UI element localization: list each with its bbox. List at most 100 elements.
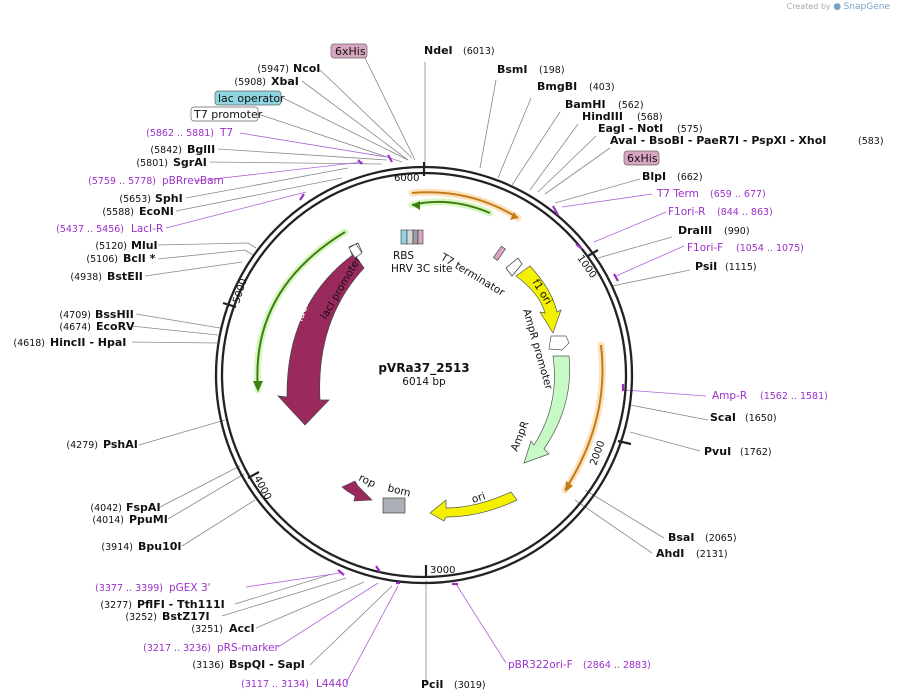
site-bsteii-pos: (4938)	[70, 272, 102, 283]
label-lac-operator: lac operator	[218, 92, 285, 105]
site-bcli-pos: (5106)	[86, 254, 118, 265]
site-blpi-pos: (662)	[677, 172, 703, 183]
primer-prs-marker: pRS-marker	[217, 642, 280, 654]
primer-t7-term-pos: (659 .. 677)	[710, 189, 766, 200]
site-mlui-pos: (5120)	[95, 241, 127, 252]
site-acci-pos: (3251)	[191, 624, 223, 635]
site-pshai: PshAI	[103, 438, 138, 451]
site-psii: PsiI	[695, 260, 717, 273]
tick-marks	[222, 162, 632, 577]
boxed-labels: 6xHis lac operator T7 promoter 6xHis	[190, 43, 660, 166]
created-by-text: Created by	[786, 2, 831, 11]
site-draiii: DraIII	[678, 224, 712, 237]
site-pvui-pos: (1762)	[740, 447, 772, 458]
site-bmgbi: BmgBI	[537, 80, 577, 93]
site-mlui: MluI	[131, 239, 158, 252]
site-xbai-pos: (5908)	[234, 77, 266, 88]
feature-label-bom: bom	[386, 482, 412, 499]
site-scai: ScaI	[710, 411, 736, 424]
green-feature-arrows	[253, 198, 494, 394]
primer-amp-r: Amp-R	[712, 390, 747, 402]
site-fspai: FspAI	[126, 501, 161, 514]
label-6xhis-right: 6xHis	[627, 152, 658, 165]
right-sites: NdeI (6013) BsmI (198) BmgBI (403) BamHI…	[421, 44, 884, 691]
site-pcii-pos: (3019)	[454, 680, 486, 691]
site-eagi-noti: EagI - NotI	[598, 122, 663, 135]
site-bamhi: BamHI	[565, 98, 606, 111]
primer-laci-r-pos: (5437 .. 5456)	[56, 224, 124, 235]
primer-t7: T7	[219, 127, 233, 139]
site-bamhi-pos: (562)	[618, 100, 644, 111]
site-bsteii: BstEII	[107, 270, 143, 283]
ori-arrow	[429, 491, 518, 522]
site-sgrai-pos: (5801)	[136, 158, 168, 169]
site-bsai: BsaI	[668, 531, 694, 544]
site-bmgbi-pos: (403)	[589, 82, 615, 93]
site-ecorv-pos: (4674)	[59, 322, 91, 333]
site-bsshii-pos: (4709)	[59, 310, 91, 321]
label-6xhis-top: 6xHis	[335, 45, 366, 58]
site-bglii: BglII	[187, 143, 215, 156]
site-avai-group-pos: (583)	[858, 136, 884, 147]
site-hindiii: HindIII	[582, 110, 623, 123]
site-acci: AccI	[229, 622, 255, 635]
tick-label-6000: 6000	[394, 173, 419, 184]
site-sgrai: SgrAI	[173, 156, 207, 169]
primer-l4440-pos: (3117 .. 3134)	[241, 679, 309, 690]
site-econi: EcoNI	[139, 205, 174, 218]
site-pvui: PvuI	[704, 445, 731, 458]
plasmid-size: 6014 bp	[402, 376, 446, 388]
primer-laci-r: LacI-R	[131, 223, 163, 235]
site-hindiii-pos: (568)	[637, 112, 663, 123]
primer-pbrrevbam: pBRrevBam	[162, 175, 224, 187]
primer-pgex3-pos: (3377 .. 3399)	[95, 583, 163, 594]
site-bstz17i: BstZ17I	[162, 610, 210, 623]
snapgene-name: SnapGene	[843, 2, 890, 12]
bom-box	[382, 497, 406, 514]
feature-label-rbs: RBS	[393, 250, 414, 262]
feature-label-laci: lacI	[294, 302, 312, 323]
snapgene-branding: Created by ● SnapGene	[787, 2, 890, 12]
site-bpu10i: Bpu10I	[138, 540, 182, 553]
laci-promoter-arrow	[348, 243, 363, 259]
primer-t7-term: T7 Term	[656, 188, 699, 200]
primer-pgex3: pGEX 3'	[169, 582, 211, 594]
site-ecorv: EcoRV	[96, 320, 135, 333]
tick-label-3000: 3000	[430, 565, 455, 576]
site-hincii-hpai: HincII - HpaI	[50, 336, 126, 349]
ampr-promoter-arrow	[548, 335, 570, 351]
primer-f1ori-r: F1ori-R	[668, 206, 705, 218]
site-pflfi-pos: (3277)	[100, 600, 132, 611]
site-bglii-pos: (5842)	[150, 145, 182, 156]
label-t7-promoter: T7 promoter	[193, 108, 263, 121]
site-bsai-pos: (2065)	[705, 533, 737, 544]
leader-lines	[130, 57, 709, 683]
plasmid-name: pVRa37_2513	[378, 361, 469, 376]
site-bcli: BclI *	[123, 252, 156, 265]
site-ahdi-pos: (2131)	[696, 549, 728, 560]
primer-leaders	[165, 132, 707, 684]
feature-label-ori: ori	[470, 490, 487, 506]
tick-label-4000: 4000	[251, 474, 273, 502]
site-sphi: SphI	[155, 192, 183, 205]
primer-prs-marker-pos: (3217 .. 3236)	[143, 643, 211, 654]
site-pcii: PciI	[421, 678, 443, 691]
site-bsshii: BssHII	[95, 308, 134, 321]
site-pshai-pos: (4279)	[66, 440, 98, 451]
laci-arrow	[277, 253, 365, 426]
primer-f1ori-f-pos: (1054 .. 1075)	[736, 243, 804, 254]
site-xbai: XbaI	[271, 75, 299, 88]
primer-f1ori-r-pos: (844 .. 863)	[717, 207, 773, 218]
site-hincii-pos: (4618)	[13, 338, 45, 349]
site-avai-group: AvaI - BsoBI - PaeR7I - PspXI - XhoI	[610, 134, 826, 147]
feature-label-ampr: AmpR	[509, 420, 532, 454]
site-bspqi-pos: (3136)	[192, 660, 224, 671]
left-sites: (5947) NcoI (5908) XbaI (5842) BglII (58…	[13, 62, 320, 671]
site-ncoi: NcoI	[293, 62, 320, 75]
site-draiii-pos: (990)	[724, 226, 750, 237]
site-ppumi-pos: (4014)	[92, 515, 124, 526]
site-bspqi-sapi: BspQI - SapI	[229, 658, 305, 671]
primer-pbr322ori-f-pos: (2864 .. 2883)	[583, 660, 651, 671]
feature-label-hrv3c: HRV 3C site	[391, 263, 452, 275]
